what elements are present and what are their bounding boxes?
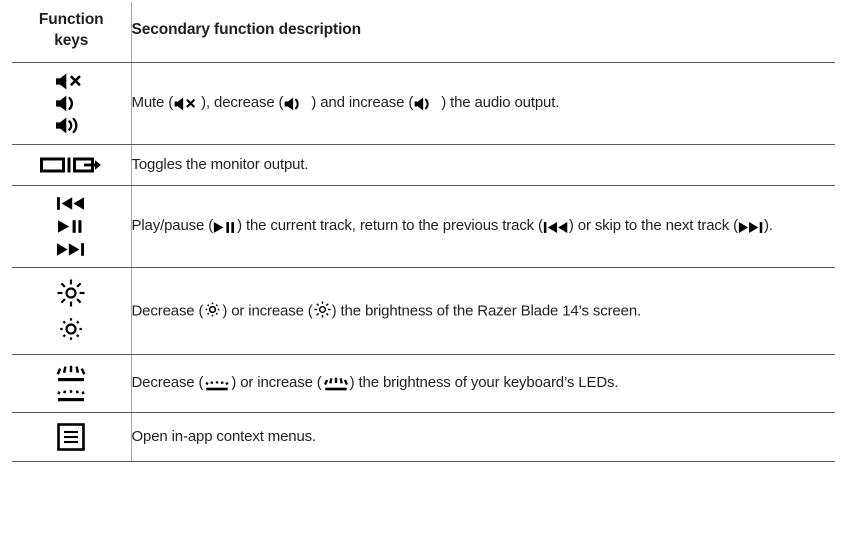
context-menu-icon [57, 423, 86, 451]
desc-part: Mute ( [131, 94, 174, 112]
brightness-up-icon [56, 278, 86, 308]
desc-part: ) or increase ( [222, 302, 313, 320]
speaker-low-icon [54, 95, 88, 112]
function-keys-cell-screen-brightness [12, 267, 132, 355]
desc-part: ) and increase ( [311, 94, 414, 112]
keyboard-backlight-down-icon [203, 377, 231, 391]
desc-part: Toggles the monitor output. [131, 155, 309, 173]
function-keys-table: Function keys Secondary function descrip… [12, 2, 835, 462]
function-keys-cell-keyboard-brightness [12, 354, 132, 413]
desc-part: ) or increase ( [231, 374, 322, 392]
desc-part: ) the current track, return to the previ… [237, 217, 543, 235]
speaker-mute-icon [54, 73, 88, 90]
brightness-down-icon [56, 314, 86, 344]
desc-part: ) the brightness of the Razer Blade 14’s… [331, 302, 642, 320]
desc-part: ), decrease ( [201, 94, 284, 112]
function-keys-cell-volume [12, 62, 132, 145]
speaker-high-icon [54, 117, 88, 134]
table-row: Decrease ( ) or increase ( ) the brightnes… [12, 267, 836, 355]
next-track-icon [738, 221, 764, 234]
brightness-down-icon [203, 300, 222, 319]
keyboard-backlight-down-icon [54, 385, 88, 402]
description-text-context-menu: Open in-app context menus. [132, 420, 836, 454]
table-row: Decrease ( ) or increase ( ) the brightnes… [12, 354, 836, 413]
table-row: Open in-app context menus. [12, 412, 836, 462]
monitor-output-toggle-icon [40, 155, 102, 175]
description-text-volume: Mute ( ), decrease ( ) and increase ( ) the… [132, 86, 836, 120]
description-cell-media: Play/pause ( ) the current track, return … [131, 185, 836, 268]
function-keys-cell-monitor-toggle [12, 144, 132, 186]
keyboard-backlight-up-icon [54, 365, 88, 382]
description-cell-context-menu: Open in-app context menus. [131, 412, 836, 462]
desc-part: Decrease ( [131, 374, 204, 392]
description-cell-volume: Mute ( ), decrease ( ) and increase ( ) the… [131, 62, 836, 145]
speaker-high-icon [413, 97, 441, 111]
column-header-function-keys-line1: Function [38, 11, 104, 28]
previous-track-icon [56, 196, 86, 211]
function-keys-cell-context-menu [12, 412, 132, 462]
desc-part: Decrease ( [131, 302, 204, 320]
desc-part: ). [763, 217, 773, 235]
table-row: Toggles the monitor output. [12, 144, 836, 186]
column-header-secondary-function-description-label: Secondary function description [131, 21, 362, 39]
desc-part: ) the audio output. [441, 94, 560, 112]
description-text-media: Play/pause ( ) the current track, return … [132, 209, 836, 243]
function-keys-cell-media [12, 185, 132, 268]
play-pause-icon [57, 219, 85, 234]
description-cell-screen-brightness: Decrease ( ) or increase ( ) the brightnes… [131, 267, 836, 355]
description-text-keyboard-brightness: Decrease ( ) or increase ( ) the brightnes… [132, 366, 836, 400]
previous-track-icon [543, 221, 569, 234]
description-text-monitor-toggle: Toggles the monitor output. [132, 148, 836, 182]
desc-part: ) or skip to the next track ( [568, 217, 738, 235]
speaker-mute-icon [173, 97, 201, 111]
table-row: Play/pause ( ) the current track, return … [12, 185, 836, 268]
desc-part: Open in-app context menus. [131, 427, 317, 445]
column-header-function-keys-line2: keys [54, 31, 89, 49]
speaker-low-icon [283, 97, 311, 111]
next-track-icon [56, 242, 86, 257]
desc-part: ) the brightness of your keyboard’s LEDs… [349, 374, 619, 392]
table-row: Mute ( ), decrease ( ) and increase ( ) the… [12, 62, 836, 145]
table-header-row: Function keys Secondary function descrip… [12, 2, 835, 63]
brightness-up-icon [313, 300, 332, 319]
description-cell-monitor-toggle: Toggles the monitor output. [131, 144, 836, 186]
column-header-secondary-function-description: Secondary function description [131, 2, 835, 63]
column-header-function-keys: Function keys [12, 2, 132, 63]
keyboard-backlight-up-icon [322, 377, 350, 391]
play-pause-icon [213, 221, 237, 234]
desc-part: Play/pause ( [131, 217, 214, 235]
description-text-screen-brightness: Decrease ( ) or increase ( ) the brightnes… [132, 294, 836, 328]
description-cell-keyboard-brightness: Decrease ( ) or increase ( ) the brightnes… [131, 354, 836, 413]
